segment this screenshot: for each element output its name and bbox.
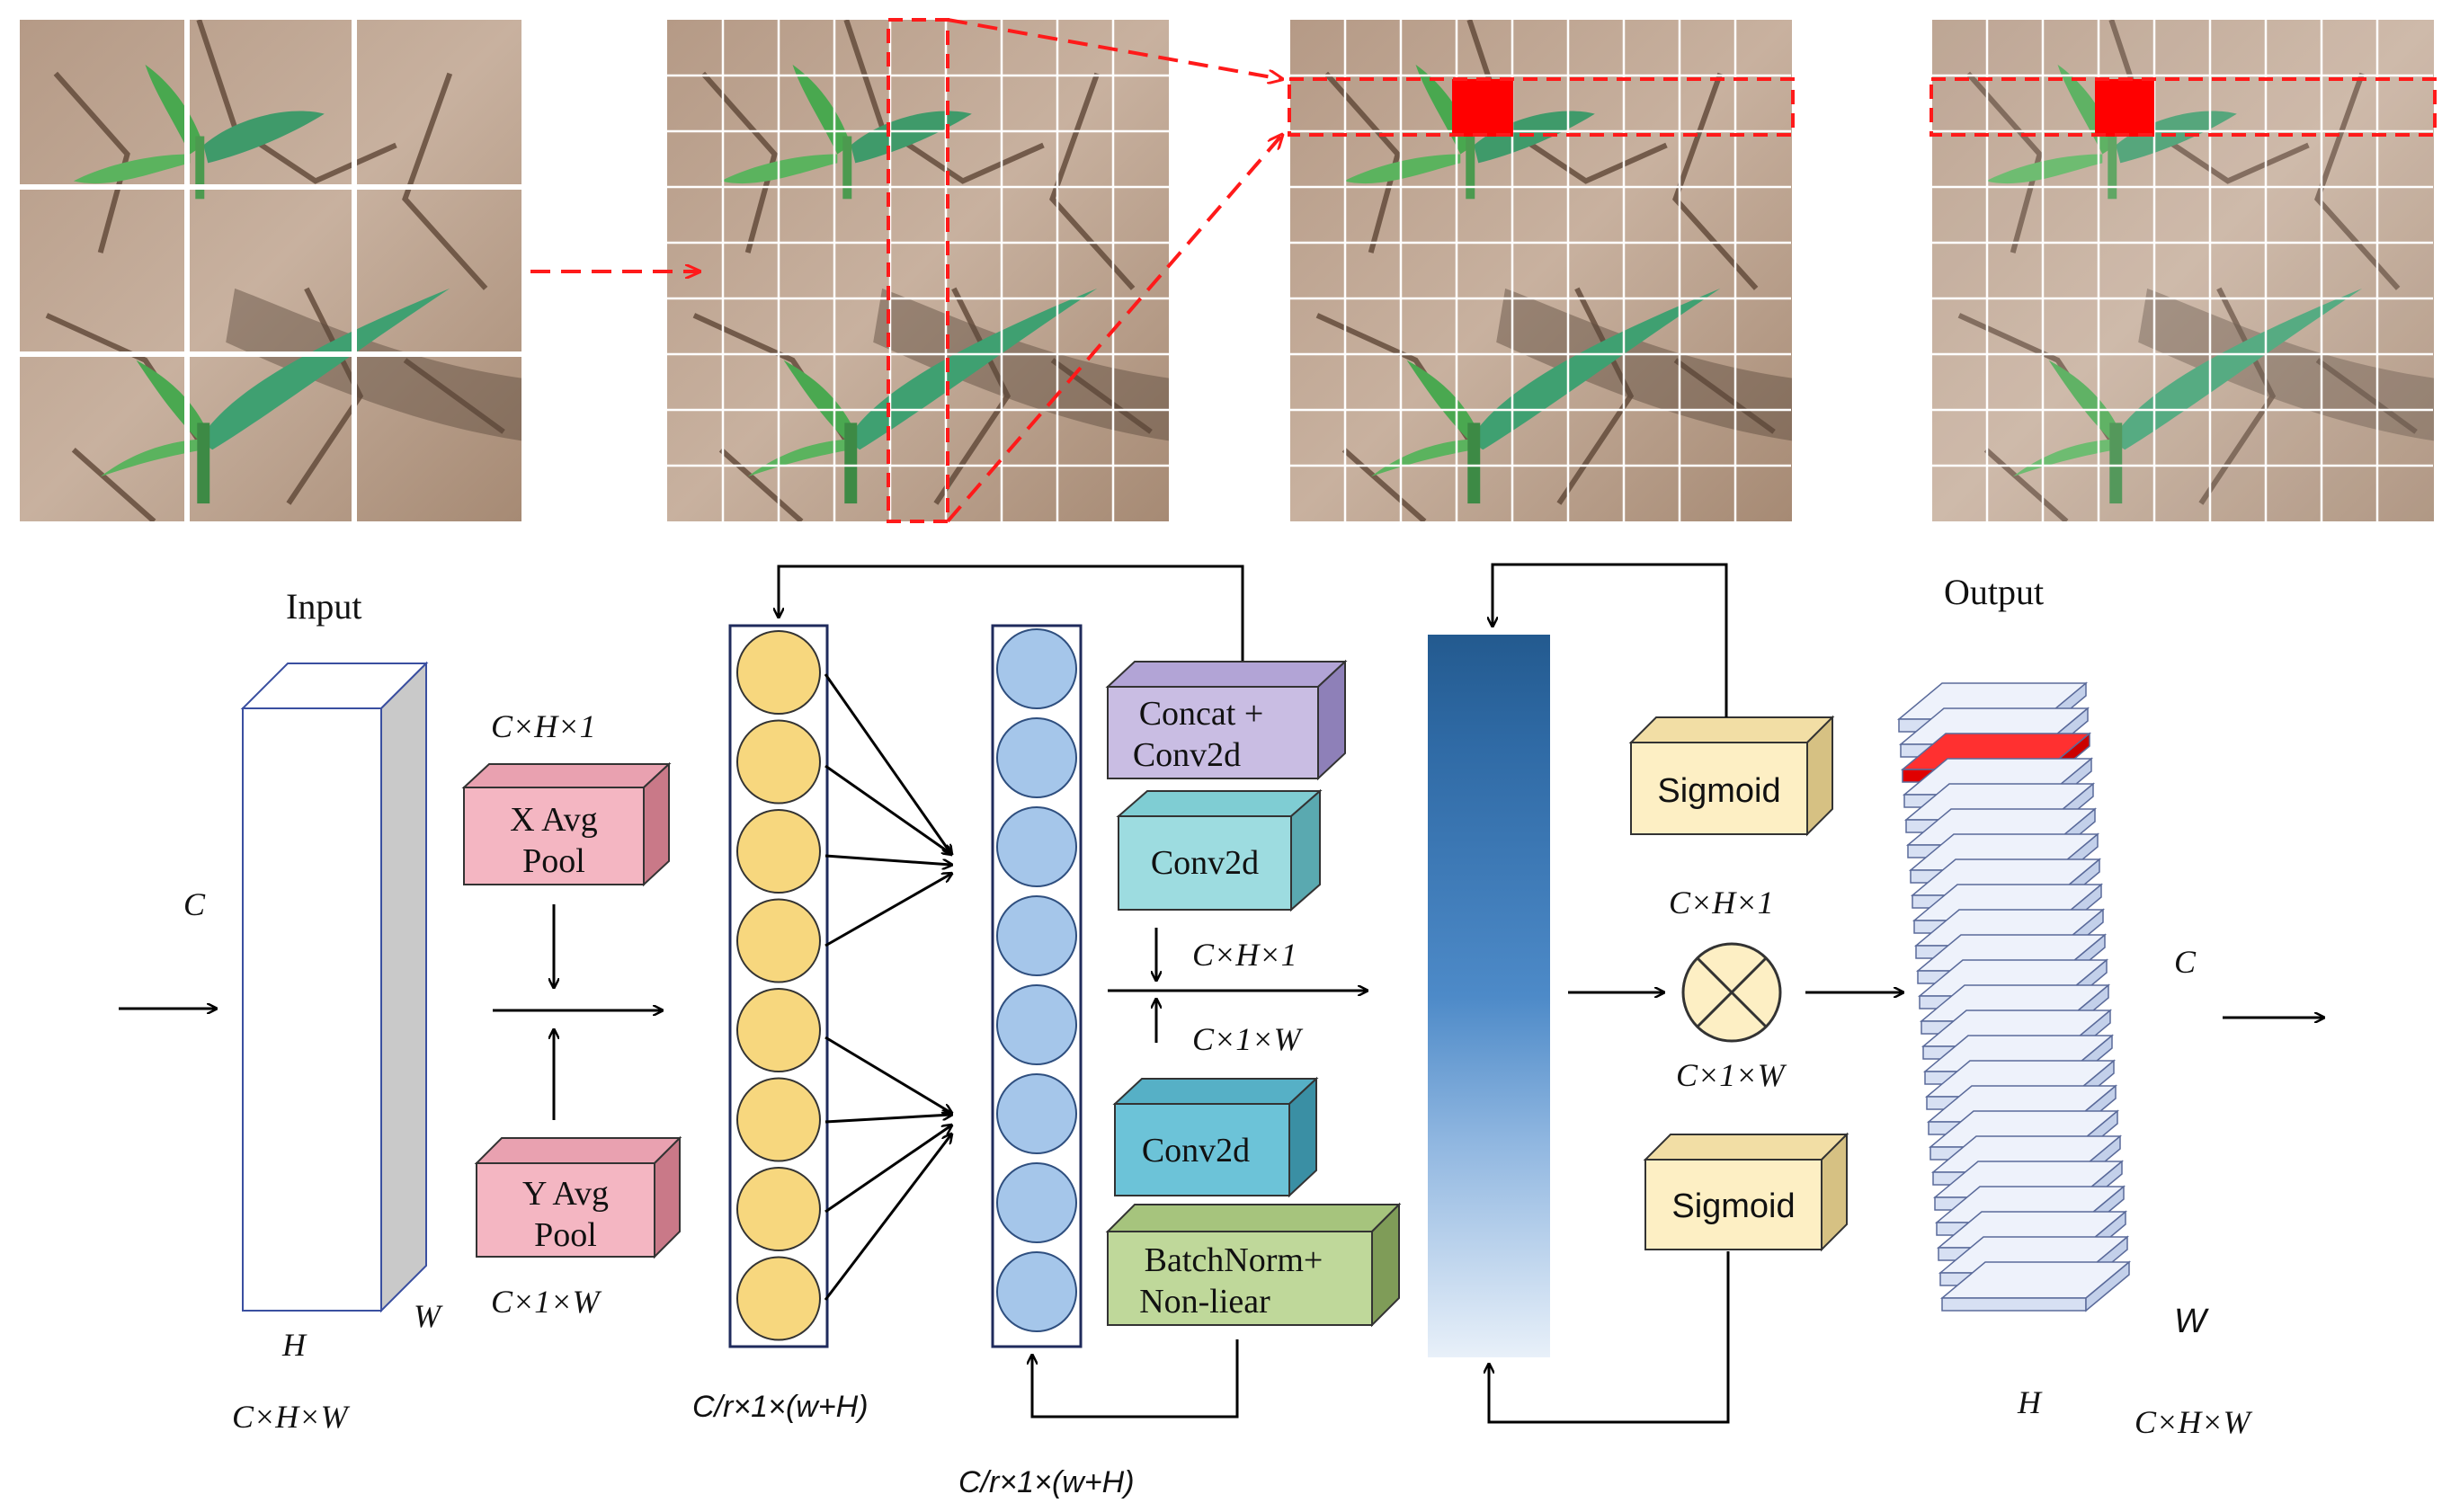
blue-node bbox=[996, 628, 1077, 709]
output-image bbox=[1930, 20, 2437, 521]
slice bbox=[1941, 1297, 2087, 1312]
y-avg-pool-block: Y Avg Pool bbox=[474, 1135, 682, 1259]
concat-conv2d-line2: Conv2d bbox=[1133, 736, 1241, 774]
top-feedback-arrow bbox=[779, 565, 1244, 662]
multiply-node bbox=[1681, 942, 1782, 1043]
input-image-3x3 bbox=[20, 20, 521, 521]
blue-node bbox=[996, 895, 1077, 976]
blue-node bbox=[996, 984, 1077, 1065]
yellow-node bbox=[736, 1256, 821, 1341]
red-dashed-arrows bbox=[530, 18, 1282, 523]
mid-conv-arrows bbox=[1108, 928, 1367, 1043]
pool-merge-arrows bbox=[493, 904, 662, 1120]
batchnorm-line2: Non-liear bbox=[1139, 1283, 1270, 1321]
sigmoid-top-label: Sigmoid bbox=[1657, 772, 1780, 810]
output-label: Output bbox=[1944, 572, 2044, 612]
batchnorm-block: BatchNorm+ Non-liear bbox=[1105, 1202, 1402, 1328]
blue-node bbox=[996, 717, 1077, 798]
yellow-node bbox=[736, 809, 821, 894]
mid-w-dims: C×1×W bbox=[1192, 1021, 1304, 1057]
yellow-node bbox=[736, 719, 821, 805]
x-pool-dims: C×H×1 bbox=[491, 708, 596, 744]
conv2d-top-block: Conv2d bbox=[1116, 788, 1323, 912]
output-h-label: H bbox=[2017, 1384, 2043, 1420]
sigmoid-top-feedback bbox=[1493, 563, 1728, 717]
red-dashed-column bbox=[887, 18, 949, 523]
yellow-node bbox=[736, 1077, 821, 1162]
yellow-node bbox=[736, 630, 821, 715]
mid-h-dims: C×H×1 bbox=[1192, 937, 1297, 973]
x-avg-pool-line1: X Avg bbox=[510, 801, 597, 839]
x-avg-pool-block: X Avg Pool bbox=[461, 761, 672, 887]
sigmoid-top-block: Sigmoid bbox=[1628, 715, 1835, 837]
input-h-label: H bbox=[281, 1327, 307, 1363]
attention-gradient-bar bbox=[1428, 635, 1550, 1357]
blue-node bbox=[996, 1073, 1077, 1154]
concat-conv2d-block: Concat + Conv2d bbox=[1105, 659, 1348, 781]
feat-dims-1: C/r×1×(w+H) bbox=[692, 1390, 869, 1424]
feat-dims-2: C/r×1×(w+H) bbox=[958, 1465, 1135, 1499]
batchnorm-line1: BatchNorm+ bbox=[1145, 1241, 1323, 1279]
mul-w-dims: C×1×W bbox=[1676, 1057, 1787, 1093]
yellow-node bbox=[736, 1167, 821, 1251]
y-avg-pool-line2: Pool bbox=[534, 1216, 597, 1254]
yellow-node bbox=[736, 988, 821, 1072]
conv2d-bottom-label: Conv2d bbox=[1142, 1132, 1250, 1170]
red-highlight-cell-out bbox=[2095, 79, 2154, 137]
sigmoid-bottom-feedback bbox=[1489, 1251, 1730, 1424]
input-tensor-box bbox=[240, 661, 429, 1313]
sigmoid-bottom-label: Sigmoid bbox=[1671, 1187, 1795, 1225]
grid-image-fine bbox=[667, 18, 1169, 523]
yellow-feature-column bbox=[728, 624, 829, 1348]
fan-in-arrows bbox=[824, 673, 951, 1301]
x-avg-pool-line2: Pool bbox=[522, 842, 585, 880]
output-w-label: W bbox=[2174, 1303, 2209, 1340]
red-highlight-cell bbox=[1452, 79, 1513, 137]
output-dims-label: C×H×W bbox=[2135, 1404, 2253, 1440]
conv2d-top-label: Conv2d bbox=[1151, 844, 1259, 882]
input-c-label: C bbox=[183, 886, 206, 922]
slice-side bbox=[2085, 1260, 2130, 1312]
mul-h-dims: C×H×1 bbox=[1669, 885, 1774, 921]
conv2d-bottom-block: Conv2d bbox=[1112, 1076, 1319, 1198]
bottom-feedback-arrow bbox=[1032, 1339, 1239, 1419]
output-tensor-stack bbox=[1896, 681, 2132, 1312]
input-label: Input bbox=[286, 586, 361, 627]
input-dims-label: C×H×W bbox=[232, 1399, 351, 1435]
blue-node bbox=[996, 806, 1077, 887]
grid-image-row bbox=[1288, 20, 1795, 521]
blue-node bbox=[996, 1162, 1077, 1243]
y-avg-pool-line1: Y Avg bbox=[522, 1175, 609, 1213]
output-c-label: C bbox=[2174, 944, 2197, 980]
yellow-node bbox=[736, 898, 821, 983]
y-pool-dims: C×1×W bbox=[491, 1284, 602, 1320]
blue-node bbox=[996, 1251, 1077, 1332]
input-w-label: W bbox=[414, 1298, 443, 1334]
concat-conv2d-line1: Concat + bbox=[1139, 695, 1264, 733]
sigmoid-bottom-block: Sigmoid bbox=[1643, 1132, 1849, 1252]
blue-feature-column bbox=[991, 624, 1083, 1348]
